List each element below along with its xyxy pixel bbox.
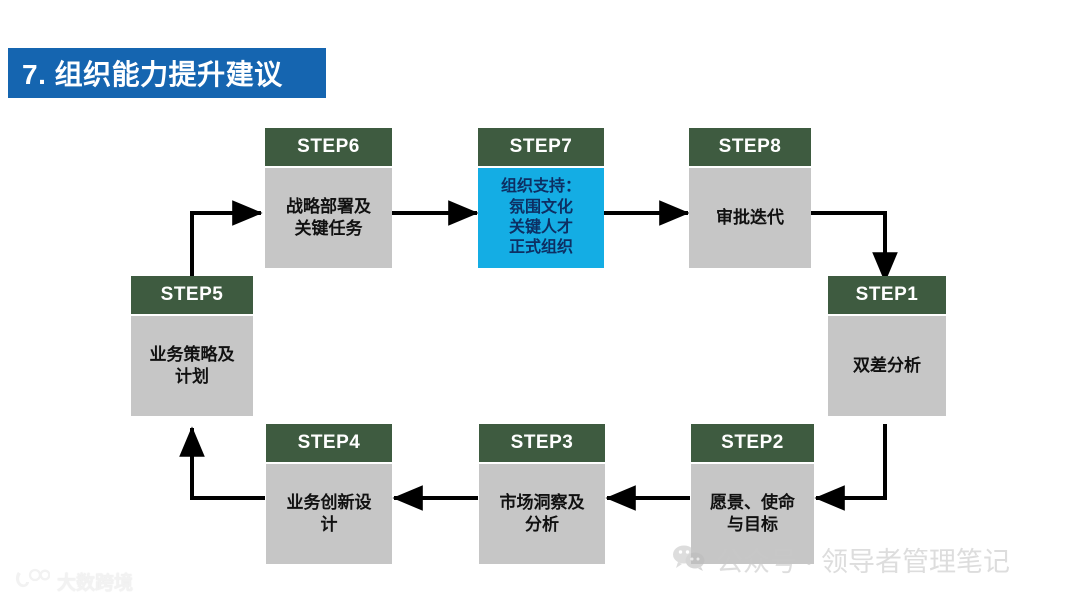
step-body-step1: 双差分析 [828,316,946,416]
page-title-text: 7. 组织能力提升建议 [22,59,283,90]
step-body-text-step8: 审批迭代 [716,208,784,228]
step-body-text-step5: 业务策略及 计划 [149,345,235,386]
arrow-step8-to-step1 [811,211,898,283]
step-card-step4[interactable]: STEP4 业务创新设 计 [266,424,392,564]
step-body-text-step4: 业务创新设 计 [286,493,372,534]
step-body-text-step2: 愿景、使命 与目标 [710,493,795,534]
arrow-step4-to-step5 [179,426,265,500]
step-header-step8: STEP8 [689,128,811,166]
step-card-step2[interactable]: STEP2 愿景、使命 与目标 [691,424,814,564]
step-body-text-step1: 双差分析 [853,356,921,376]
brand-logo-icon [14,568,51,595]
arrow-step1-to-step2 [814,424,887,511]
step-body-step5: 业务策略及 计划 [131,316,253,416]
step-body-step8: 审批迭代 [689,168,811,268]
step-card-step5[interactable]: STEP5 业务策略及 计划 [131,276,253,416]
step-card-step3[interactable]: STEP3 市场洞察及 分析 [479,424,605,564]
wechat-watermark: 公众号 · 领导者管理笔记 [672,540,1010,579]
step-body-text-step3: 市场洞察及 分析 [499,493,585,534]
step-body-step2: 愿景、使命 与目标 [691,464,814,564]
step-card-step6[interactable]: STEP6 战略部署及 关键任务 [265,128,392,268]
step-card-step1[interactable]: STEP1 双差分析 [828,276,946,416]
brand-watermark-text: 大数跨境 [57,573,134,594]
step-body-step4: 业务创新设 计 [266,464,392,564]
page-title: 7. 组织能力提升建议 [8,48,326,98]
step-card-step7[interactable]: STEP7 组织支持： 氛围文化 关键人才 正式组织 [478,128,604,268]
arrow-step5-to-step6 [190,200,263,281]
step-body-step3: 市场洞察及 分析 [479,464,605,564]
step-header-step6: STEP6 [265,128,392,166]
step-header-step2: STEP2 [691,424,814,462]
step-header-step5: STEP5 [131,276,253,314]
step-header-step7: STEP7 [478,128,604,166]
step-body-step6: 战略部署及 关键任务 [265,168,392,268]
step-body-step7: 组织支持： 氛围文化 关键人才 正式组织 [478,168,604,268]
step-card-step8[interactable]: STEP8 审批迭代 [689,128,811,268]
brand-watermark: 大数跨境 [14,568,133,595]
step-header-step4: STEP4 [266,424,392,462]
step-header-step3: STEP3 [479,424,605,462]
step-header-step1: STEP1 [828,276,946,314]
wechat-icon [672,544,706,576]
step-body-text-step7: 组织支持： 氛围文化 关键人才 正式组织 [500,178,581,257]
wechat-watermark-text: 公众号 · 领导者管理笔记 [716,547,1010,577]
step-body-text-step6: 战略部署及 关键任务 [286,197,371,238]
